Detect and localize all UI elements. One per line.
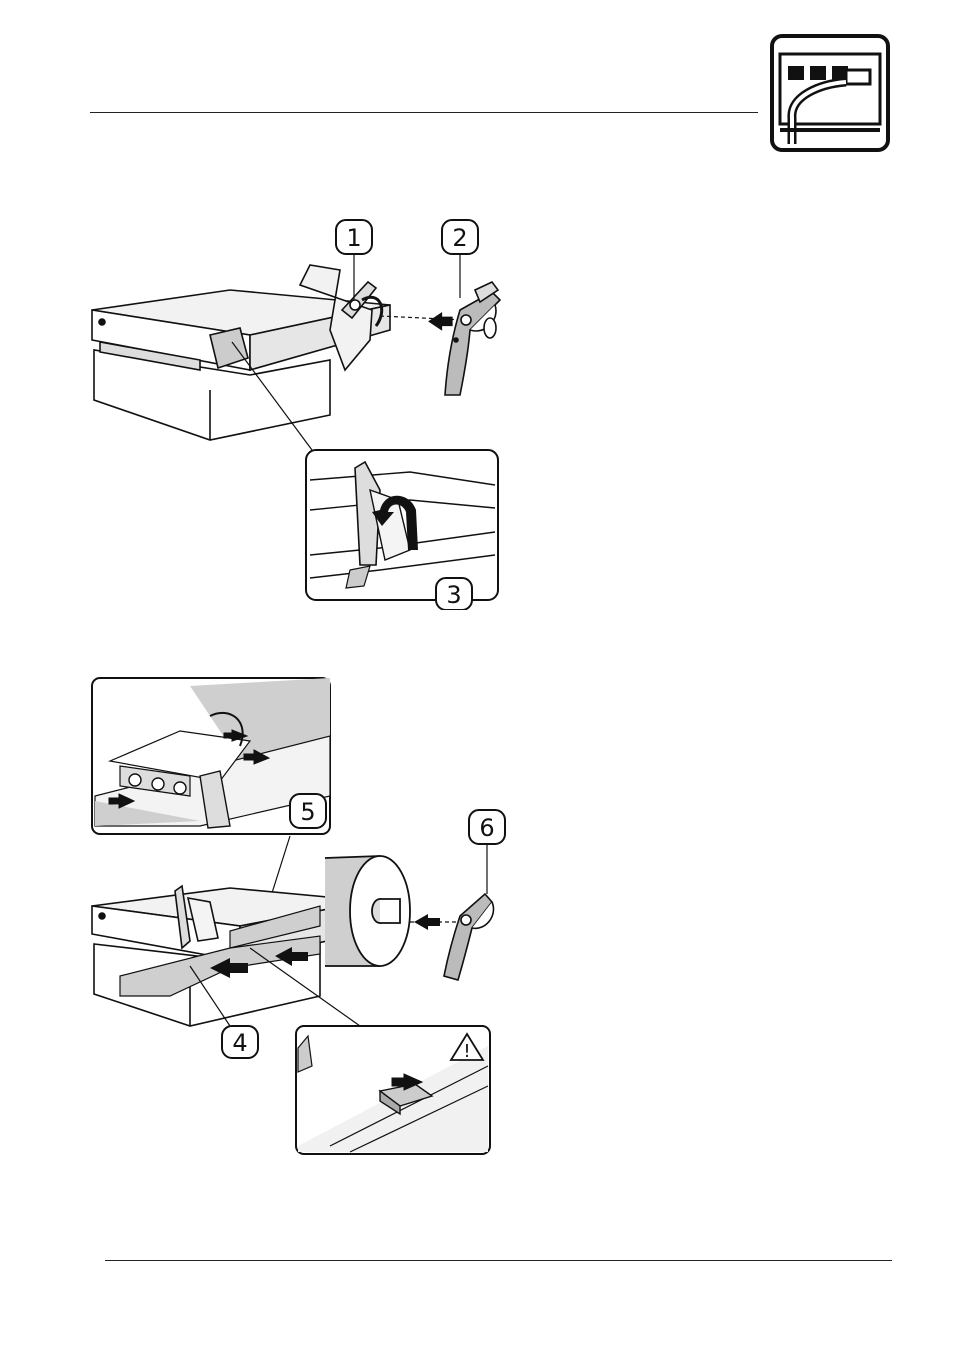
header-rule (90, 112, 758, 113)
callout-6-label: 6 (479, 814, 494, 842)
callout-5-label: 5 (300, 798, 315, 826)
right-arrow-icon (429, 313, 452, 330)
callout-2-label: 2 (452, 224, 467, 252)
callout-3-label: 3 (446, 581, 461, 609)
footer-rule (105, 1260, 892, 1261)
printer-illustration (92, 265, 390, 440)
network-cable-icon (770, 34, 890, 152)
figure-remove-media-guide: 1 2 3 (80, 210, 520, 610)
warning-symbol: ! (463, 1041, 470, 1062)
media-guide-arm (444, 894, 494, 980)
media-roll (325, 856, 410, 966)
callout-4-label: 4 (232, 1029, 247, 1057)
callout-1-label: 1 (346, 224, 361, 252)
detail-panel-warning (296, 1026, 490, 1154)
left-arrow-icon (414, 914, 440, 930)
detail-panel-fold-guide (306, 450, 498, 600)
figure-load-media-roll: 5 6 4 (80, 676, 520, 1158)
media-guide-detached (445, 282, 500, 395)
